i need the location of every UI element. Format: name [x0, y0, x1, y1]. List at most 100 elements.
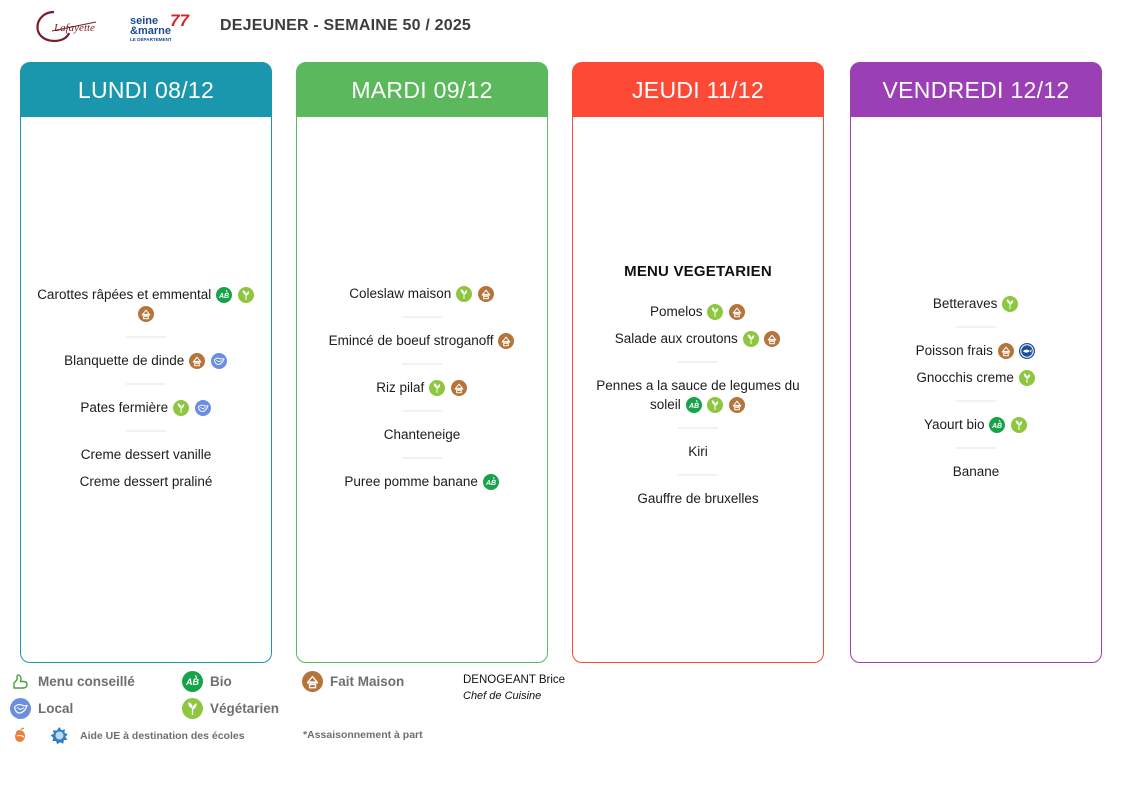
local-icon	[194, 399, 211, 416]
legend-item-menu-conseille: Menu conseillé	[10, 671, 182, 692]
dish-label: Riz pilaf	[376, 380, 425, 395]
vegetarien-icon	[1018, 370, 1035, 386]
svg-text:Lafayette: Lafayette	[53, 22, 95, 34]
day-menu-mardi: Coleslaw maison Emincé de boeuf strogano…	[297, 117, 547, 662]
day-menu-jeudi: MENU VEGETARIEN Pomelos Salade aux crouto…	[573, 117, 823, 662]
dish-label: Kiri	[688, 444, 708, 459]
fait-maison-icon	[189, 352, 206, 369]
course-group: Betteraves	[861, 290, 1091, 317]
seine-et-marne-logo: seine &marne LE DÉPARTEMENT 77	[128, 9, 190, 43]
day-menu-lundi: Carottes râpées et emmental AB Blanquett…	[21, 117, 271, 662]
legend-label-bio: Bio	[210, 674, 232, 689]
course-group: Blanquette de dinde	[31, 347, 261, 374]
dish-item: Kiri	[686, 438, 710, 465]
course-separator	[126, 382, 166, 385]
bio-icon: AB	[989, 417, 1006, 433]
dish-item: Banane	[951, 458, 1002, 485]
dish-item: Pates fermière	[78, 394, 213, 421]
dish-item: Emincé de boeuf stroganoff	[327, 327, 518, 354]
dish-item: Creme dessert praliné	[78, 468, 215, 495]
dish-item: Puree pomme banane AB	[342, 468, 501, 495]
course-group: Puree pomme banane AB	[307, 468, 537, 495]
course-separator	[678, 474, 718, 476]
dish-item: Blanquette de dinde	[62, 347, 230, 374]
dish-item: Poisson frais	[914, 337, 1039, 364]
logo-line2: &marne	[130, 25, 171, 37]
chef-signature: DENOGEANT Brice Chef de Cuisine	[463, 672, 565, 704]
svg-text:AB: AB	[218, 293, 229, 300]
legend-label-vegetarien: Végétarien	[210, 701, 280, 716]
vegetarien-icon	[172, 399, 189, 416]
vegetarien-icon	[742, 331, 759, 347]
svg-text:AB: AB	[991, 423, 1002, 430]
dish-label: Chanteneige	[383, 427, 461, 442]
course-group: Banane	[861, 458, 1091, 485]
course-separator	[402, 363, 442, 365]
course-group: Carottes râpées et emmental AB	[31, 281, 261, 327]
course-separator	[402, 316, 442, 318]
legend-item-bio: AB Bio	[182, 671, 302, 692]
chef-name: DENOGEANT Brice	[463, 674, 566, 686]
legend-item-local: Local	[10, 698, 182, 719]
dish-label: Yaourt bio	[923, 417, 985, 432]
course-group: Gauffre de bruxelles	[583, 485, 813, 512]
dish-item: Yaourt bio AB	[922, 411, 1030, 438]
course-group: Pates fermière	[31, 394, 261, 421]
menu-type-title: MENU VEGETARIEN	[624, 263, 772, 280]
dish-item: Betteraves	[931, 290, 1021, 317]
course-group: Coleslaw maison	[307, 280, 537, 307]
course-group: Poisson frais Gnocchis creme	[861, 337, 1091, 391]
course-separator	[678, 427, 718, 429]
vegetarien-icon	[429, 380, 445, 396]
dish-item: Gauffre de bruxelles	[635, 485, 760, 512]
dish-item: Creme dessert vanille	[79, 441, 214, 468]
page-title: DEJEUNER - SEMAINE 50 / 2025	[220, 17, 472, 34]
logo-group: Lafayette seine &marne LE DÉPARTEMENT 77	[24, 6, 190, 46]
fait-maison-icon	[997, 343, 1014, 359]
dish-label: Blanquette de dinde	[64, 352, 185, 368]
legend-label-fait-maison: Fait Maison	[330, 674, 405, 689]
milk-icon	[49, 725, 70, 746]
lafayette-logo: Lafayette	[24, 6, 120, 46]
course-group: Pomelos Salade aux croutons	[583, 298, 813, 352]
course-group: Kiri	[583, 438, 813, 465]
dish-label: Pates fermière	[80, 399, 169, 415]
course-group: Yaourt bio AB	[861, 411, 1091, 438]
bio-icon: AB	[216, 286, 233, 303]
day-header-mardi: MARDI 09/12	[297, 63, 547, 117]
day-header-lundi: LUNDI 08/12	[21, 63, 271, 117]
legend: Menu conseillé AB Bio Fait Maison	[10, 668, 480, 749]
dish-label: Pennes a la sauce de legumes du soleil	[596, 378, 800, 412]
vegetarien-icon	[456, 286, 473, 302]
legend-item-fait-maison: Fait Maison	[302, 671, 404, 692]
dish-item: Coleslaw maison	[347, 280, 497, 307]
svg-text:AB: AB	[687, 403, 698, 410]
menu-conseille-icon	[10, 671, 31, 692]
vegetarien-icon	[707, 304, 724, 320]
dish-label: Emincé de boeuf stroganoff	[328, 333, 494, 348]
vegetarien-icon	[1011, 417, 1028, 433]
legend-row-2: Local Végétarien	[10, 695, 480, 722]
dish-label: Carottes râpées et emmental	[37, 286, 212, 302]
dish-label: Betteraves	[932, 296, 998, 311]
legend-label-aide-ue: Aide UE à destination des écoles	[80, 729, 245, 742]
day-header-vendredi: VENDREDI 12/12	[851, 63, 1101, 117]
course-separator	[678, 361, 718, 363]
vegetarien-icon	[182, 698, 203, 719]
logo-line3: LE DÉPARTEMENT	[130, 35, 172, 42]
fait-maison-icon	[450, 380, 467, 396]
fait-maison-icon	[764, 331, 781, 347]
fruit-icon	[10, 725, 31, 746]
legend-label-local: Local	[38, 701, 74, 716]
legend-label-menu-conseille: Menu conseillé	[38, 674, 135, 689]
dish-item: Gnocchis creme	[914, 364, 1037, 391]
fait-maison-icon	[138, 305, 154, 322]
logo-line1: seine	[130, 15, 158, 27]
dish-item: Riz pilaf	[374, 374, 470, 401]
